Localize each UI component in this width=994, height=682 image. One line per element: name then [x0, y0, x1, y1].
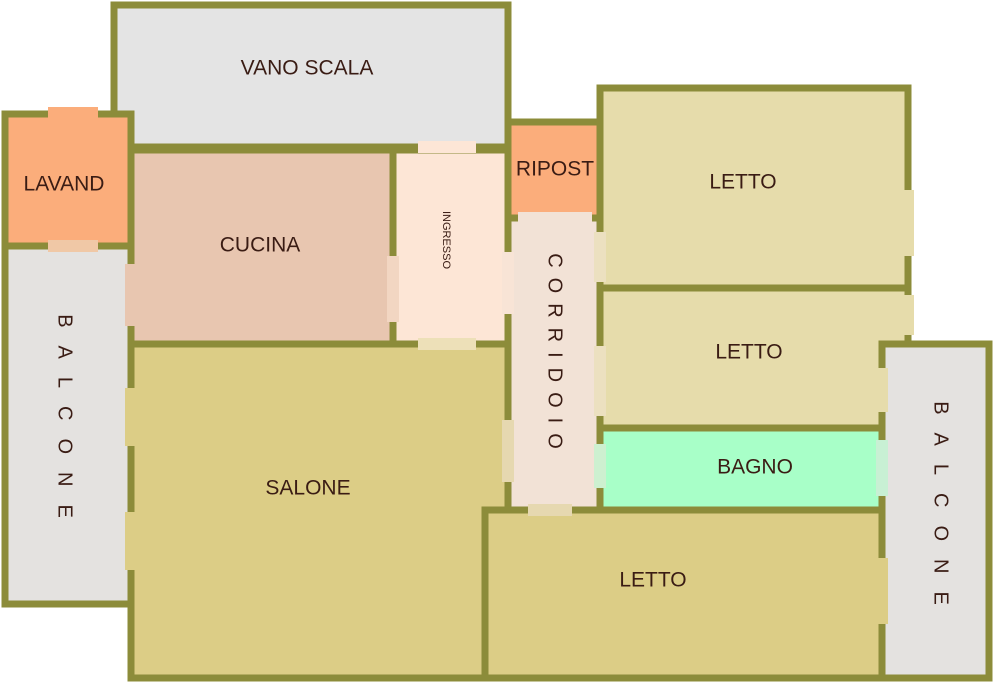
vano-scala-label: VANO SCALA	[241, 57, 374, 80]
salone-label: SALONE	[265, 477, 350, 500]
door-cucina-ingresso	[387, 256, 399, 322]
room-ripost: RIPOST	[504, 118, 604, 222]
door-letto-2-outer	[902, 295, 914, 335]
door-lavand-outer	[48, 107, 98, 121]
room-letto-3: LETTO	[481, 506, 886, 682]
balcone-right-label: BALCONE	[930, 401, 952, 623]
cucina-label: CUCINA	[220, 234, 301, 257]
room-lavand: LAVAND	[1, 110, 135, 250]
room-balcone-right: BALCONE	[878, 340, 993, 682]
letto-3-label: LETTO	[619, 569, 686, 592]
door-lavand-balcone	[48, 240, 98, 252]
balcone-left-area	[1, 242, 135, 608]
door-salone-balcone-1	[125, 388, 137, 446]
door-openings	[48, 107, 914, 624]
room-ingresso: INGRESSO	[389, 146, 512, 348]
letto-3-area	[481, 506, 886, 682]
door-bagno-balcone	[876, 440, 888, 496]
ingresso-label: INGRESSO	[440, 211, 452, 270]
bagno-label: BAGNO	[717, 456, 793, 479]
door-letto-2-balcone	[876, 368, 888, 412]
door-corridoio-letto-1	[594, 232, 606, 282]
door-corridoio-bagno	[594, 444, 606, 488]
door-ripost-corridoio	[518, 212, 592, 224]
room-letto-1: LETTO	[596, 84, 912, 292]
balcone-left-label: BALCONE	[54, 314, 76, 536]
salone-area	[127, 340, 512, 682]
room-vano-scala: VANO SCALA	[110, 1, 512, 151]
vano-scala-area	[110, 1, 512, 151]
door-salone-balcone-2	[125, 512, 137, 570]
room-bagno: BAGNO	[596, 424, 886, 514]
door-ingresso-corridoio	[502, 252, 514, 314]
room-corridoio: CORRIDOIO	[504, 214, 604, 514]
ripost-label: RIPOST	[516, 158, 594, 181]
letto-1-label: LETTO	[709, 171, 776, 194]
room-cucina: CUCINA	[127, 146, 397, 348]
corridoio-label: CORRIDOIO	[544, 253, 566, 459]
door-cucina-balcone	[125, 264, 137, 326]
lavand-label: LAVAND	[24, 173, 105, 196]
door-ingresso-top	[418, 141, 476, 153]
balcone-right-area	[878, 340, 993, 682]
letto-2-label: LETTO	[715, 341, 782, 364]
room-balcone-left: BALCONE	[1, 242, 135, 608]
room-salone: SALONE	[127, 340, 512, 682]
door-letto-1-outer	[902, 190, 914, 256]
room-letto-2: LETTO	[596, 284, 912, 432]
door-corridoio-letto-2	[594, 346, 606, 416]
door-letto-3-balcone	[876, 558, 888, 624]
door-salone-corridoio	[502, 420, 514, 482]
door-corridoio-letto-3	[528, 504, 572, 516]
door-ingresso-salone	[418, 338, 476, 350]
